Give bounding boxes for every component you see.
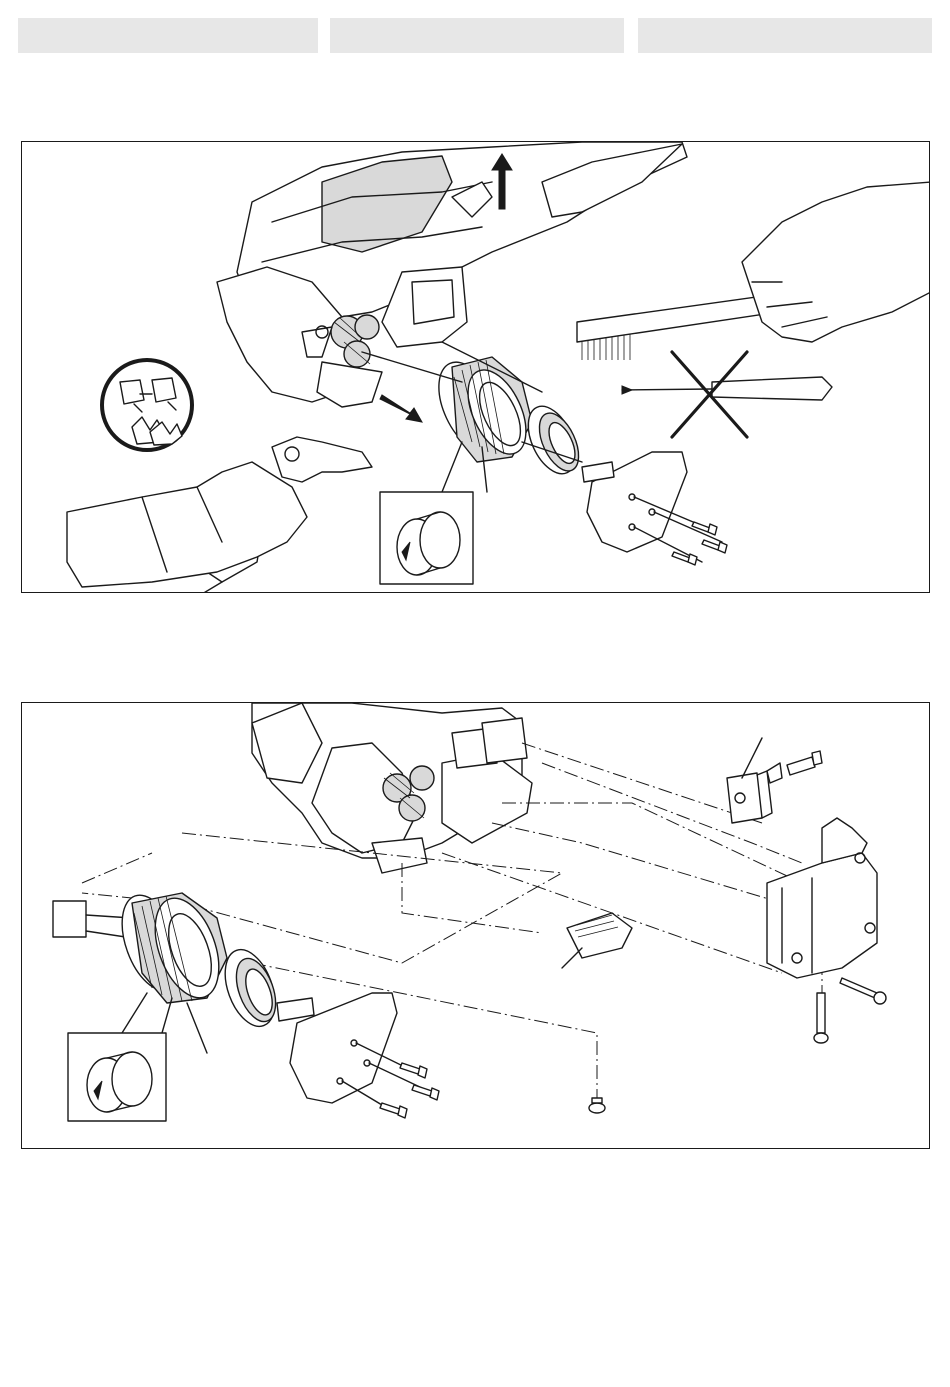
cutter-block-icon — [727, 738, 822, 823]
air-gun-icon — [67, 437, 372, 593]
figure-2-panel — [21, 702, 930, 1149]
figure-1-illustration — [22, 142, 930, 593]
screwdriver-prohibited-icon — [622, 352, 832, 437]
header-tab-3 — [638, 18, 932, 53]
small-screw-icon — [589, 1098, 605, 1113]
wire-brush-icon — [577, 182, 930, 360]
screw-icon — [814, 978, 886, 1043]
exploded-assembly-icon — [252, 703, 532, 873]
cover-plate-icon — [582, 452, 722, 562]
header-tab-2 — [330, 18, 624, 53]
ring-icon — [110, 887, 231, 1006]
ring-rotation-detail — [68, 993, 207, 1121]
figure-2-illustration — [22, 703, 930, 1149]
screw-icon — [672, 522, 727, 565]
cutter-insert-icon — [562, 913, 632, 968]
remove-arrow-icon — [380, 395, 422, 422]
part-label-box — [53, 901, 86, 937]
ring-rotation-detail — [380, 442, 487, 584]
header-tab-1 — [18, 18, 318, 53]
figure-1-panel — [21, 141, 930, 593]
cover-plate-icon — [277, 993, 422, 1108]
housing-icon — [767, 818, 877, 978]
screw-icon — [380, 1063, 439, 1118]
